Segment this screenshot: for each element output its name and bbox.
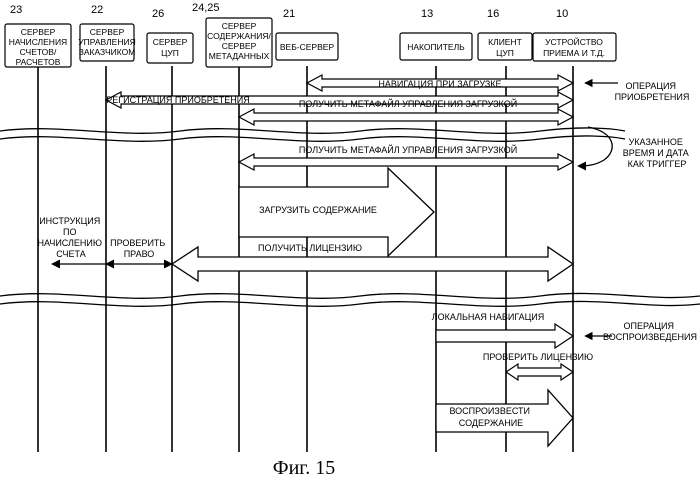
ref-number: 21 bbox=[283, 8, 295, 20]
arrow-check-license bbox=[506, 364, 573, 380]
note-trigger: УКАЗАННОЕ ВРЕМЯ И ДАТА КАК ТРИГГЕР bbox=[623, 137, 692, 169]
ref-number: 13 bbox=[421, 8, 433, 20]
header-text: ВЕБ-СЕРВЕР bbox=[280, 42, 335, 52]
arrow-get-license bbox=[172, 247, 573, 281]
ref-number: 23 bbox=[10, 4, 22, 16]
label-check-right: ПРОВЕРИТЬ ПРАВО bbox=[110, 238, 168, 259]
arrow-get-metafile-1 bbox=[239, 109, 573, 125]
label-get-metafile-2: ПОЛУЧИТЬ МЕТАФАЙЛ УПРАВЛЕНИЯ ЗАГРУЗКОЙ bbox=[299, 144, 517, 155]
label-get-metafile-1: ПОЛУЧИТЬ МЕТАФАЙЛ УПРАВЛЕНИЯ ЗАГРУЗКОЙ bbox=[299, 98, 517, 109]
label-billing-instruction: ИНСТРУКЦИЯ ПО НАЧИСЛЕНИЮ СЧЕТА bbox=[38, 216, 105, 259]
trigger-curve-arrow bbox=[578, 127, 612, 166]
time-break-1 bbox=[0, 128, 625, 141]
ref-number: 24,25 bbox=[192, 2, 220, 14]
arrow-local-navigation bbox=[436, 324, 573, 348]
arrow-get-metafile-2 bbox=[239, 154, 573, 170]
label-get-license: ПОЛУЧИТЬ ЛИЦЕНЗИЮ bbox=[258, 243, 362, 253]
label-navigation-download: НАВИГАЦИЯ ПРИ ЗАГРУЗКЕ bbox=[378, 79, 501, 89]
note-playback-operation: ОПЕРАЦИЯ ВОСПРОИЗВЕДЕНИЯ bbox=[603, 321, 697, 342]
note-purchase-operation: ОПЕРАЦИЯ ПРИОБРЕТЕНИЯ bbox=[615, 81, 690, 102]
label-download-content: ЗАГРУЗИТЬ СОДЕРЖАНИЕ bbox=[259, 205, 377, 215]
ref-number: 10 bbox=[556, 8, 568, 20]
label-local-navigation: ЛОКАЛЬНАЯ НАВИГАЦИЯ bbox=[432, 312, 545, 322]
label-purchase-registration: РЕГИСТРАЦИЯ ПРИОБРЕТЕНИЯ bbox=[106, 95, 249, 105]
ref-number: 26 bbox=[152, 8, 164, 20]
figure-caption: Фиг. 15 bbox=[273, 457, 335, 479]
ref-number: 16 bbox=[487, 8, 499, 20]
label-check-license: ПРОВЕРИТЬ ЛИЦЕНЗИЮ bbox=[483, 352, 593, 362]
header-text: НАКОПИТЕЛЬ bbox=[407, 42, 465, 52]
time-break-2 bbox=[0, 293, 700, 306]
ref-number: 22 bbox=[91, 4, 103, 16]
